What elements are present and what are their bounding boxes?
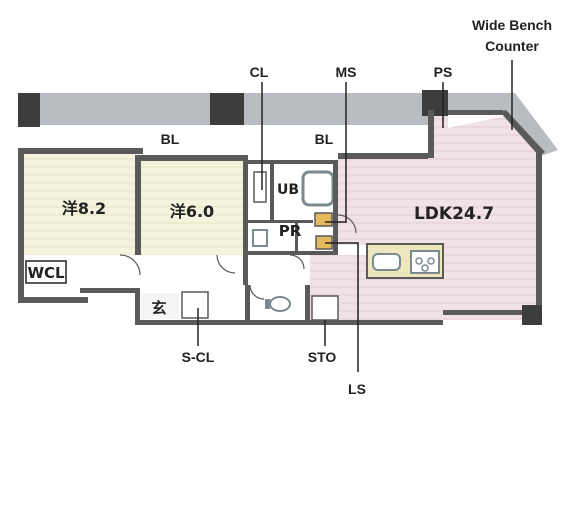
cl-closet <box>253 171 267 203</box>
room-ldk: LDK24.7 <box>414 204 494 224</box>
pillar <box>522 305 542 325</box>
western-room-6-0-floor <box>140 160 243 255</box>
hallway-floor <box>82 255 338 288</box>
room-western-8-2: 洋8.2 <box>62 199 106 218</box>
washbasin <box>252 229 268 247</box>
sto-closet <box>311 295 339 321</box>
s-cl-closet <box>181 291 209 319</box>
callout-bl-left: BL <box>161 131 180 147</box>
callout-ls: LS <box>348 381 366 397</box>
room-entrance: 玄 <box>151 299 166 317</box>
entrance-area <box>141 293 179 319</box>
wcl-label-box <box>25 260 67 284</box>
callout-ms: MS <box>336 64 357 80</box>
callout-s-cl: S-CL <box>182 349 215 365</box>
callout-bl-right: BL <box>315 131 334 147</box>
callout-ps: PS <box>434 64 453 80</box>
sink <box>372 253 401 271</box>
callout-leaders <box>197 60 513 372</box>
callout-wide-bench: Wide Bench <box>472 17 552 33</box>
room-ub: UB <box>277 182 299 198</box>
kitchen-counter <box>366 243 444 279</box>
callout-counter: Counter <box>485 38 539 54</box>
room-wcl: WCL <box>27 264 65 282</box>
room-pr: PR <box>279 222 302 240</box>
ms-cabinet <box>314 212 333 227</box>
western-room-8-2-floor <box>24 153 140 255</box>
walls <box>18 110 545 325</box>
room-western-6-0: 洋6.0 <box>170 202 214 221</box>
toilet <box>269 296 291 312</box>
callout-cl: CL <box>250 64 269 80</box>
doors <box>119 214 357 300</box>
bathtub <box>301 170 335 207</box>
callout-sto: STO <box>308 349 337 365</box>
stove <box>410 250 440 274</box>
ldk-floor <box>338 116 541 320</box>
